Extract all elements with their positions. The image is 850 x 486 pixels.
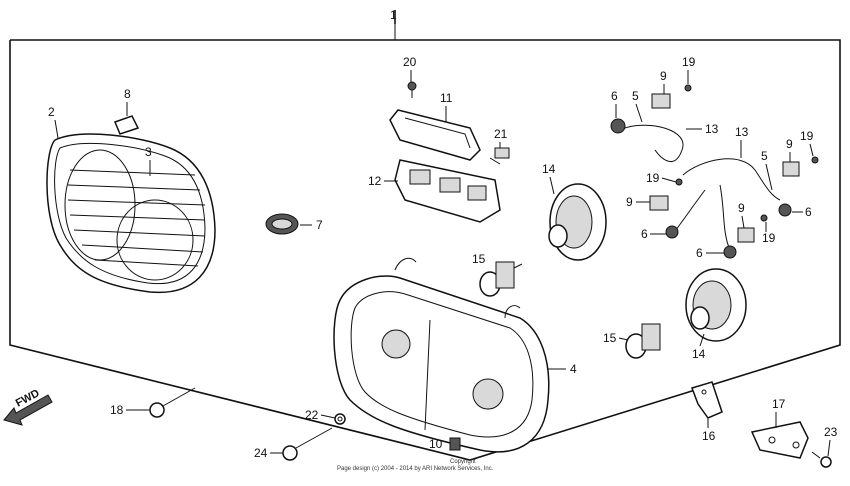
callout-13-b[interactable]: 13 — [735, 125, 749, 139]
assembly-outline — [9, 10, 841, 461]
bulb-lower[interactable] — [625, 323, 661, 359]
callout-21[interactable]: 21 — [494, 127, 508, 141]
callout-19-c[interactable]: 19 — [762, 231, 776, 245]
callout-5-a[interactable]: 5 — [632, 89, 639, 103]
callout-12[interactable]: 12 — [368, 174, 382, 188]
callout-6-c[interactable]: 6 — [696, 246, 703, 260]
headlight-lens[interactable] — [46, 133, 216, 294]
wiring-harness[interactable] — [610, 84, 819, 259]
callout-14-upper[interactable]: 14 — [542, 162, 556, 176]
callout-24[interactable]: 24 — [254, 446, 268, 460]
fwd-arrow-icon — [3, 394, 53, 426]
callout-14-lower[interactable]: 14 — [692, 347, 706, 361]
callout-9-b[interactable]: 9 — [626, 195, 633, 209]
callout-7[interactable]: 7 — [316, 218, 323, 232]
callout-15-lower[interactable]: 15 — [603, 331, 617, 345]
stay-bracket-16[interactable] — [691, 381, 723, 419]
callout-23[interactable]: 23 — [824, 425, 838, 439]
screw-part-21[interactable] — [489, 147, 510, 165]
callout-17[interactable]: 17 — [772, 397, 786, 411]
copyright-line-1: Copyright — [450, 459, 476, 465]
grommet-part[interactable] — [265, 213, 299, 235]
callout-9-d[interactable]: 9 — [786, 137, 793, 151]
clip-part[interactable] — [114, 115, 140, 135]
bracket-plate-17[interactable] — [750, 421, 809, 459]
callout-16[interactable]: 16 — [702, 429, 716, 443]
bolt-part-24[interactable] — [282, 427, 333, 461]
bracket-plate-11[interactable] — [389, 109, 481, 161]
callout-4[interactable]: 4 — [570, 362, 577, 376]
callout-11[interactable]: 11 — [440, 91, 453, 105]
copyright-line-2: Page design (c) 2004 - 2014 by ARI Netwo… — [337, 466, 494, 472]
bolt-part-23[interactable] — [811, 451, 832, 468]
bolt-part-18[interactable] — [149, 387, 196, 418]
callout-10[interactable]: 10 — [429, 437, 443, 451]
callout-6-b[interactable]: 6 — [641, 227, 648, 241]
washer-part-22[interactable] — [334, 413, 346, 425]
callout-13-a[interactable]: 13 — [705, 122, 719, 136]
headlight-case[interactable] — [333, 257, 550, 453]
screw-part-10[interactable] — [449, 437, 461, 451]
callout-9-a[interactable]: 9 — [660, 69, 667, 83]
rubber-boot-upper[interactable] — [548, 183, 607, 261]
callout-6-a[interactable]: 6 — [611, 89, 618, 103]
callout-20[interactable]: 20 — [403, 55, 417, 69]
callout-8[interactable]: 8 — [124, 87, 131, 101]
callout-6-d[interactable]: 6 — [805, 205, 812, 219]
callout-19-b[interactable]: 19 — [646, 171, 660, 185]
screw-part-20[interactable] — [407, 81, 417, 98]
bulb-upper[interactable] — [479, 261, 523, 297]
callout-5-b[interactable]: 5 — [761, 149, 768, 163]
callout-18[interactable]: 18 — [110, 403, 124, 417]
callout-19-d[interactable]: 19 — [800, 129, 814, 143]
callout-9-c[interactable]: 9 — [738, 201, 745, 215]
socket-block-12[interactable] — [394, 159, 501, 223]
callout-19-a[interactable]: 19 — [682, 55, 696, 69]
callout-22[interactable]: 22 — [305, 408, 319, 422]
callout-15-upper[interactable]: 15 — [472, 252, 486, 266]
callout-2[interactable]: 2 — [48, 105, 55, 119]
callout-assembly[interactable]: 1 — [390, 8, 397, 22]
callout-3[interactable]: 3 — [145, 145, 152, 159]
rubber-boot-lower[interactable] — [685, 268, 747, 342]
